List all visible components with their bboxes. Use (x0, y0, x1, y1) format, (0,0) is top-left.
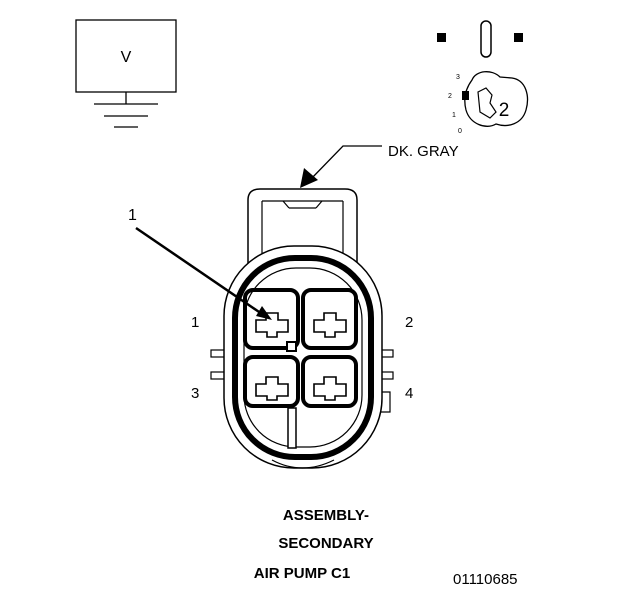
key-position-2: 2 (448, 93, 452, 100)
terminal-2-icon (313, 312, 347, 338)
terminal-4-icon (313, 376, 347, 401)
caption-line-3: AIR PUMP C1 (254, 565, 350, 582)
key-switch-pointer (462, 91, 469, 100)
pin-1-label: 1 (191, 314, 199, 331)
ground-icon (94, 103, 158, 128)
voltmeter-symbol: V (75, 19, 177, 128)
polarizing-rib (287, 407, 297, 449)
key-switch-knob (477, 87, 497, 119)
left-rib-upper (210, 349, 226, 358)
key-position-0: 0 (458, 128, 462, 135)
key-position-3: 3 (456, 74, 460, 81)
caption-line-1: ASSEMBLY- (283, 507, 369, 524)
key-switch-body (464, 71, 529, 127)
figure-id: 01110685 (453, 571, 518, 588)
key-position-1: 1 (452, 112, 456, 119)
right-tab (380, 391, 391, 413)
key-selected-position: 2 (499, 100, 510, 121)
connector-inner-face (243, 267, 363, 448)
probe-icon (437, 20, 523, 58)
pin-4-label: 4 (405, 385, 413, 402)
terminal-3-icon (255, 376, 289, 401)
callout-leader (135, 226, 272, 320)
pin-2-label: 2 (405, 314, 413, 331)
callout-arrow-icon (256, 306, 272, 320)
left-rib-lower (210, 371, 226, 380)
cavity-4 (301, 355, 358, 408)
wire-color-leader (300, 145, 382, 188)
terminal-cavities (243, 288, 358, 449)
cavity-3 (243, 355, 300, 408)
cavity-1 (243, 288, 300, 350)
pin-3-label: 3 (191, 385, 199, 402)
cavity-2 (301, 288, 358, 350)
center-key (286, 341, 297, 352)
wire-color-label: DK. GRAY (388, 143, 459, 160)
arrow-head-icon (300, 168, 318, 188)
caption-line-2: SECONDARY (278, 535, 373, 552)
connector-housing (210, 188, 394, 469)
voltmeter-label: V (121, 49, 132, 66)
key-switch-icon: 3 2 1 0 2 (448, 71, 529, 135)
connector-seal (232, 255, 374, 460)
callout-label: 1 (128, 207, 137, 224)
